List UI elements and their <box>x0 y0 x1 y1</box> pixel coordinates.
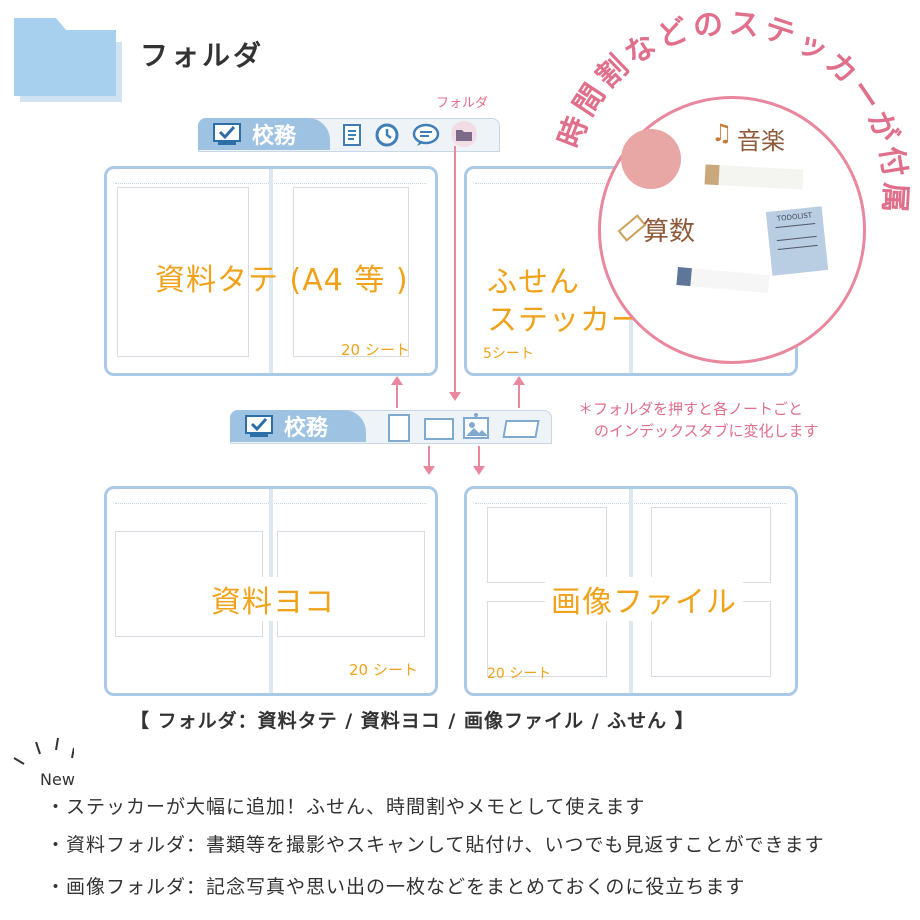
arrow-up-right <box>518 384 520 408</box>
sheet-count: 20 シート <box>341 341 410 359</box>
landscape-page-icon[interactable] <box>424 418 454 440</box>
notebook-label: 資料タテ (A4 等 ) <box>155 263 409 298</box>
tab-label: 校務 <box>252 124 297 149</box>
folder-icon <box>12 12 128 106</box>
arrow-down-center <box>454 146 456 392</box>
notebook-landscape-docs[interactable]: 資料ヨコ 20 シート <box>104 486 438 696</box>
red-circle-sticker <box>621 129 681 189</box>
arrow-head-down <box>449 392 461 401</box>
clock-icon[interactable] <box>374 122 400 152</box>
folder-caption: 【 フォルダ：資料タテ / 資料ヨコ / 画像ファイル / ふせん 】 <box>130 710 695 732</box>
notebook-spine <box>269 169 273 373</box>
arrow-head-up <box>391 376 403 385</box>
new-badge: New <box>40 770 75 789</box>
music-note-icon: ♫ <box>711 119 733 147</box>
notebook-label-line1: ふせん <box>487 265 580 300</box>
tab-school-affairs-top[interactable]: 校務 <box>198 118 330 150</box>
notebook-label: 画像ファイル <box>545 577 743 621</box>
document-icon[interactable] <box>342 123 362 151</box>
arrow-head-down <box>423 466 435 475</box>
notebook-label: 資料ヨコ <box>209 577 337 621</box>
arrow-down-right <box>478 446 480 468</box>
sheet-count: 5シート <box>483 346 534 362</box>
sticker-arc-text: 時間割などのステッカーが付属 <box>0 0 920 400</box>
sparkle-icon <box>10 734 75 778</box>
tab-school-affairs-bottom[interactable]: 校務 <box>230 410 366 442</box>
sticker-music-label: 音楽 <box>737 127 785 155</box>
image-icon[interactable] <box>462 412 490 444</box>
page-frame-left <box>117 187 249 357</box>
page-title: フォルダ <box>140 39 265 72</box>
sticker-badge: ♫ 音楽 算数 TODOLIST <box>598 96 866 364</box>
note-line-2: のインデックスタブに変化します <box>594 422 819 440</box>
arrow-up-left <box>396 384 398 408</box>
tab-label: 校務 <box>284 416 329 441</box>
folder-callout-label: フォルダ <box>436 96 489 111</box>
folder-icon[interactable] <box>450 120 478 152</box>
folder-note: ＊フォルダを押すと各ノートごと のインデックスタブに変化します <box>578 398 819 442</box>
note-line-1: ＊フォルダを押すと各ノートごと <box>578 400 804 418</box>
check-board-icon <box>212 122 242 146</box>
check-board-icon <box>244 414 274 438</box>
portrait-page-icon[interactable] <box>388 414 410 442</box>
feature-list: ・ステッカーが大幅に追加！ふせん、時間割やメモとして使えます ・資料フォルダ：書… <box>46 792 824 899</box>
svg-text:時間割などのステッカーが付属: 時間割などのステッカーが付属 <box>552 6 913 217</box>
arrow-head-up <box>513 376 525 385</box>
photo-frame <box>487 507 607 583</box>
feature-item: ・画像フォルダ：記念写真や思い出の一枚などをまとめておくのに役立ちます <box>46 876 746 898</box>
feature-item: ・資料フォルダ：書類等を撮影やスキャンして貼付け、いつでも見返すことができます <box>46 834 825 856</box>
arrow-head-down <box>473 466 485 475</box>
sticky-note-icon[interactable] <box>502 420 540 438</box>
feature-item: ・ステッカーが大幅に追加！ふせん、時間割やメモとして使えます <box>46 796 646 818</box>
notebook-label-line2: ステッカー <box>487 303 642 338</box>
sheet-count: 20 シート <box>349 661 418 679</box>
chat-icon[interactable] <box>412 122 440 152</box>
sticker-math-label: 算数 <box>643 217 696 247</box>
page-frame-right <box>293 187 409 357</box>
notebook-portrait-docs[interactable]: 資料タテ (A4 等 ) 20 シート <box>104 166 438 376</box>
photo-frame <box>651 507 771 583</box>
sticker-arc-label: 時間割などのステッカーが付属 <box>552 6 909 217</box>
notebook-image-files[interactable]: 画像ファイル 20 シート <box>464 486 798 696</box>
sheet-count: 20 シート <box>487 666 552 682</box>
arrow-down-left <box>428 446 430 468</box>
